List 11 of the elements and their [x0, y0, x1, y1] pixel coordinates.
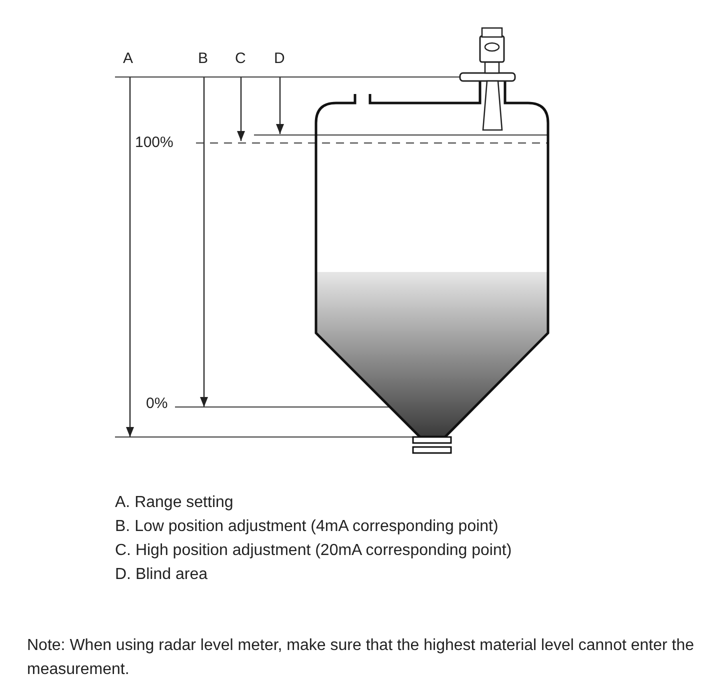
dimension-letter: A [123, 50, 134, 67]
legend-text: D. Blind area [115, 566, 208, 584]
legend-text: B. Low position adjustment (4mA corresponding point) [115, 518, 498, 536]
dimension-letter: C [235, 50, 246, 67]
note-text: Note: When using radar level meter, make sure that the highest material level cannot enter the measurement. [27, 636, 696, 680]
level-label: 100% [135, 134, 174, 151]
dimension-letter: D [274, 50, 285, 67]
legend-text: C. High position adjustment (20mA corresponding point) [115, 542, 512, 560]
dimension-letter: B [198, 50, 208, 67]
level-label: 0% [146, 395, 168, 412]
legend-text: A. Range setting [115, 494, 234, 512]
